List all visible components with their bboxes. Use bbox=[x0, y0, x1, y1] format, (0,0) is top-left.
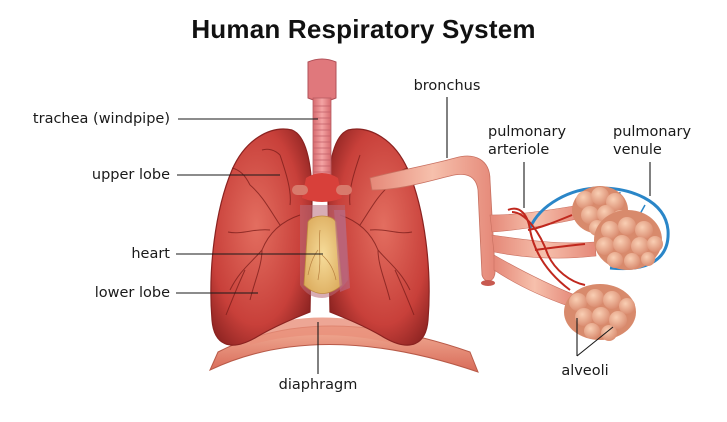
alveoli-clusters bbox=[564, 186, 663, 341]
label-heart: heart bbox=[131, 246, 170, 262]
label-pulmonary-venule: pulmonary venule bbox=[613, 123, 691, 159]
label-pulmonary-venule-line1: pulmonary bbox=[613, 124, 692, 140]
diagram-title: Human Respiratory System bbox=[191, 14, 536, 44]
label-lower-lobe: lower lobe bbox=[94, 285, 170, 301]
label-trachea: trachea (windpipe) bbox=[32, 111, 170, 127]
left-lung bbox=[210, 128, 313, 346]
label-diaphragm: diaphragm bbox=[278, 377, 358, 393]
label-pulmonary-arteriole-line2: arteriole bbox=[488, 142, 550, 158]
trachea-shape bbox=[292, 58, 352, 202]
alveoli-cluster-bottom bbox=[564, 284, 636, 341]
label-upper-lobe: upper lobe bbox=[91, 167, 170, 183]
label-alveoli: alveoli bbox=[561, 363, 609, 379]
heart-shape bbox=[300, 205, 350, 298]
arteriole-shape bbox=[507, 207, 586, 291]
leader-lines bbox=[176, 97, 651, 374]
label-pulmonary-arteriole: pulmonary arteriole bbox=[488, 123, 566, 159]
alveoli-cluster-middle bbox=[594, 210, 663, 270]
label-pulmonary-arteriole-line1: pulmonary bbox=[488, 124, 567, 140]
label-pulmonary-venule-line2: venule bbox=[613, 142, 662, 158]
label-bronchus: bronchus bbox=[413, 78, 481, 94]
